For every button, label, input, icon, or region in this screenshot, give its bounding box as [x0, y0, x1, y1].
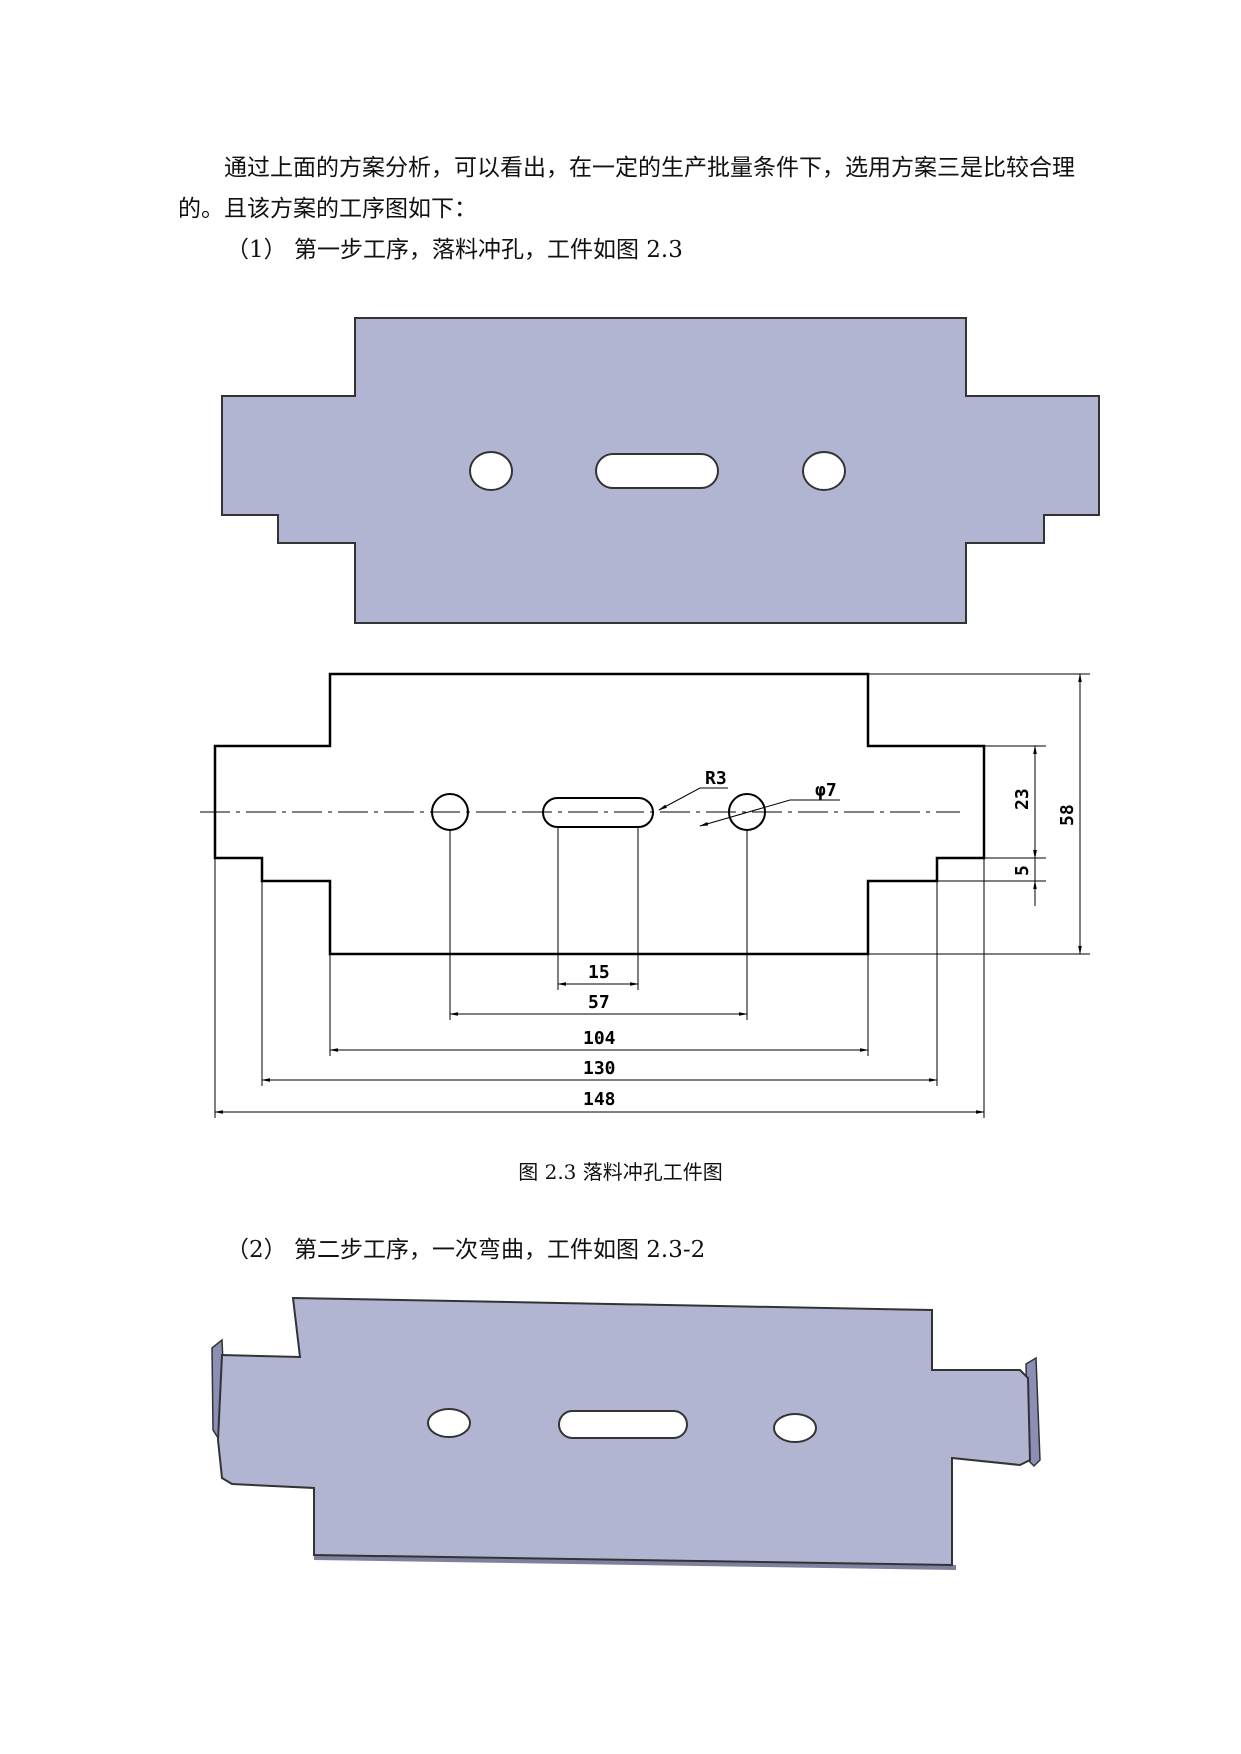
dim-130: 130	[583, 1058, 616, 1079]
slot-hole	[595, 453, 719, 489]
blank-part-render	[221, 317, 1100, 624]
dim-r3: R3	[705, 768, 727, 789]
slot	[542, 797, 654, 828]
dim-148: 148	[583, 1089, 616, 1110]
drawing-outline	[213, 672, 986, 956]
round-hole	[773, 1413, 817, 1443]
dim-104: 104	[583, 1028, 616, 1049]
step2-label: （2） 第二步工序，一次弯曲，工件如图 2.3-2	[226, 1237, 706, 1263]
round-hole	[427, 1408, 471, 1438]
round-hole	[802, 451, 846, 491]
dim-5: 5	[1012, 865, 1033, 876]
bent-part-render	[211, 1296, 1041, 1570]
dim-phi7: φ7	[815, 780, 837, 801]
slot-hole	[558, 1410, 688, 1439]
round-hole	[469, 451, 513, 491]
dim-57: 57	[588, 992, 610, 1013]
blank-part-drawing: R3 φ7 15 57 104 130 148 23 5 58	[200, 672, 1090, 1118]
plate-edge	[314, 1555, 956, 1570]
step1-label: （1） 第一步工序，落料冲孔，工件如图 2.3	[226, 237, 683, 263]
dim-23: 23	[1012, 788, 1033, 810]
intro-paragraph: 通过上面的方案分析，可以看出，在一定的生产批量条件下，选用方案三是比较合理的。且…	[178, 155, 1075, 222]
dim-15: 15	[588, 962, 610, 983]
dim-58: 58	[1057, 804, 1078, 826]
figure-caption: 图 2.3 落料冲孔工件图	[518, 1160, 723, 1184]
